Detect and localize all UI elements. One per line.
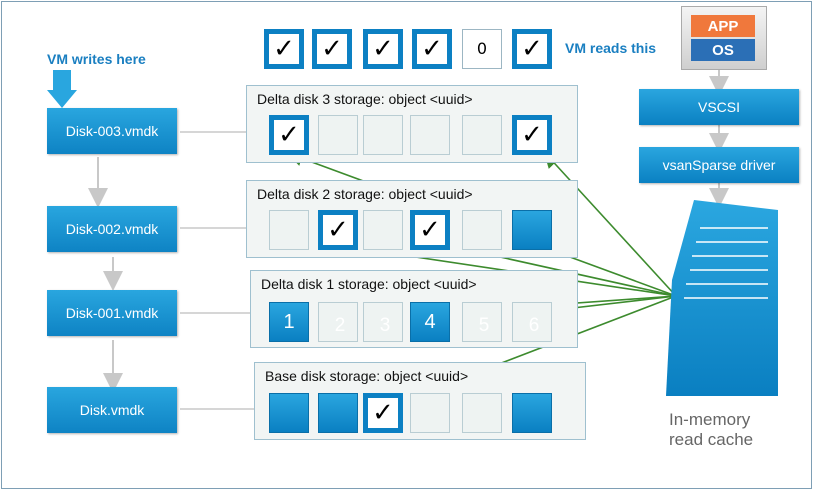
read-block-4: ✓ bbox=[412, 29, 452, 69]
storage-1-block-4: ✓ bbox=[410, 210, 450, 250]
os-label: OS bbox=[691, 39, 755, 61]
storage-3-block-5 bbox=[462, 393, 502, 433]
disk-001-box: Disk-001.vmdk bbox=[47, 290, 177, 336]
storage-delta1-label: Delta disk 1 storage: object <uuid> bbox=[261, 276, 477, 292]
storage-3-block-1 bbox=[269, 393, 309, 433]
vm-reads-label: VM reads this bbox=[565, 40, 657, 56]
cache-caption-line1: In-memory bbox=[669, 410, 751, 429]
block-number: 2 bbox=[334, 315, 346, 336]
block-number: 6 bbox=[528, 315, 540, 336]
storage-0-block-1: ✓ bbox=[269, 115, 309, 155]
storage-2-block-4: 4 bbox=[410, 302, 450, 342]
storage-1-block-5 bbox=[462, 210, 502, 250]
block-number: 1 bbox=[283, 310, 295, 333]
storage-2-block-5: 5 bbox=[462, 302, 502, 342]
checkmark-icon: ✓ bbox=[372, 34, 394, 64]
read-block-6: ✓ bbox=[512, 29, 552, 69]
read-cache-icon bbox=[666, 200, 778, 396]
checkmark-icon: ✓ bbox=[421, 34, 443, 64]
storage-2-block-2: 2 bbox=[318, 302, 358, 342]
storage-2-block-3: 3 bbox=[363, 302, 403, 342]
disk-002-box: Disk-002.vmdk bbox=[47, 206, 177, 252]
checkmark-icon: ✓ bbox=[273, 34, 295, 64]
vscsi-box: VSCSI bbox=[639, 89, 799, 125]
read-block-3: ✓ bbox=[363, 29, 403, 69]
checkmark-icon: ✓ bbox=[521, 120, 543, 150]
disk-003-box: Disk-003.vmdk bbox=[47, 108, 177, 154]
storage-1-block-2: ✓ bbox=[318, 210, 358, 250]
checkmark-icon: ✓ bbox=[327, 215, 349, 245]
read-block-5: 0 bbox=[462, 29, 502, 69]
storage-0-block-3 bbox=[363, 115, 403, 155]
read-block-1: ✓ bbox=[264, 29, 304, 69]
vsansparse-driver-box: vsanSparse driver bbox=[639, 147, 799, 183]
storage-3-block-4 bbox=[410, 393, 450, 433]
storage-0-block-2 bbox=[318, 115, 358, 155]
storage-3-block-6 bbox=[512, 393, 552, 433]
storage-3-block-3: ✓ bbox=[363, 393, 403, 433]
checkmark-icon: ✓ bbox=[521, 34, 543, 64]
storage-0-block-6: ✓ bbox=[512, 115, 552, 155]
app-label: APP bbox=[691, 15, 755, 37]
zero-text: 0 bbox=[476, 39, 488, 58]
storage-3-block-2 bbox=[318, 393, 358, 433]
cache-caption: In-memory read cache bbox=[669, 410, 753, 450]
disk-base-box: Disk.vmdk bbox=[47, 387, 177, 433]
block-number: 5 bbox=[478, 315, 490, 336]
storage-0-block-5 bbox=[462, 115, 502, 155]
down-arrow-icon bbox=[47, 70, 77, 108]
block-number: 3 bbox=[379, 315, 391, 336]
checkmark-icon: ✓ bbox=[372, 398, 394, 428]
app-os-icon: APP OS bbox=[681, 6, 767, 70]
read-block-2: ✓ bbox=[312, 29, 352, 69]
storage-1-block-1 bbox=[269, 210, 309, 250]
block-number: 4 bbox=[424, 310, 436, 333]
storage-2-block-1: 1 bbox=[269, 302, 309, 342]
storage-base-label: Base disk storage: object <uuid> bbox=[265, 368, 469, 384]
storage-delta3-label: Delta disk 3 storage: object <uuid> bbox=[257, 91, 473, 107]
vm-writes-label: VM writes here bbox=[47, 51, 146, 67]
checkmark-icon: ✓ bbox=[321, 34, 343, 64]
checkmark-icon: ✓ bbox=[419, 215, 441, 245]
storage-delta2-label: Delta disk 2 storage: object <uuid> bbox=[257, 186, 473, 202]
storage-1-block-3 bbox=[363, 210, 403, 250]
cache-arrow-block6 bbox=[543, 151, 677, 297]
checkmark-icon: ✓ bbox=[278, 120, 300, 150]
cache-caption-line2: read cache bbox=[669, 430, 754, 449]
storage-1-block-6 bbox=[512, 210, 552, 250]
storage-2-block-6: 6 bbox=[512, 302, 552, 342]
storage-0-block-4 bbox=[410, 115, 450, 155]
